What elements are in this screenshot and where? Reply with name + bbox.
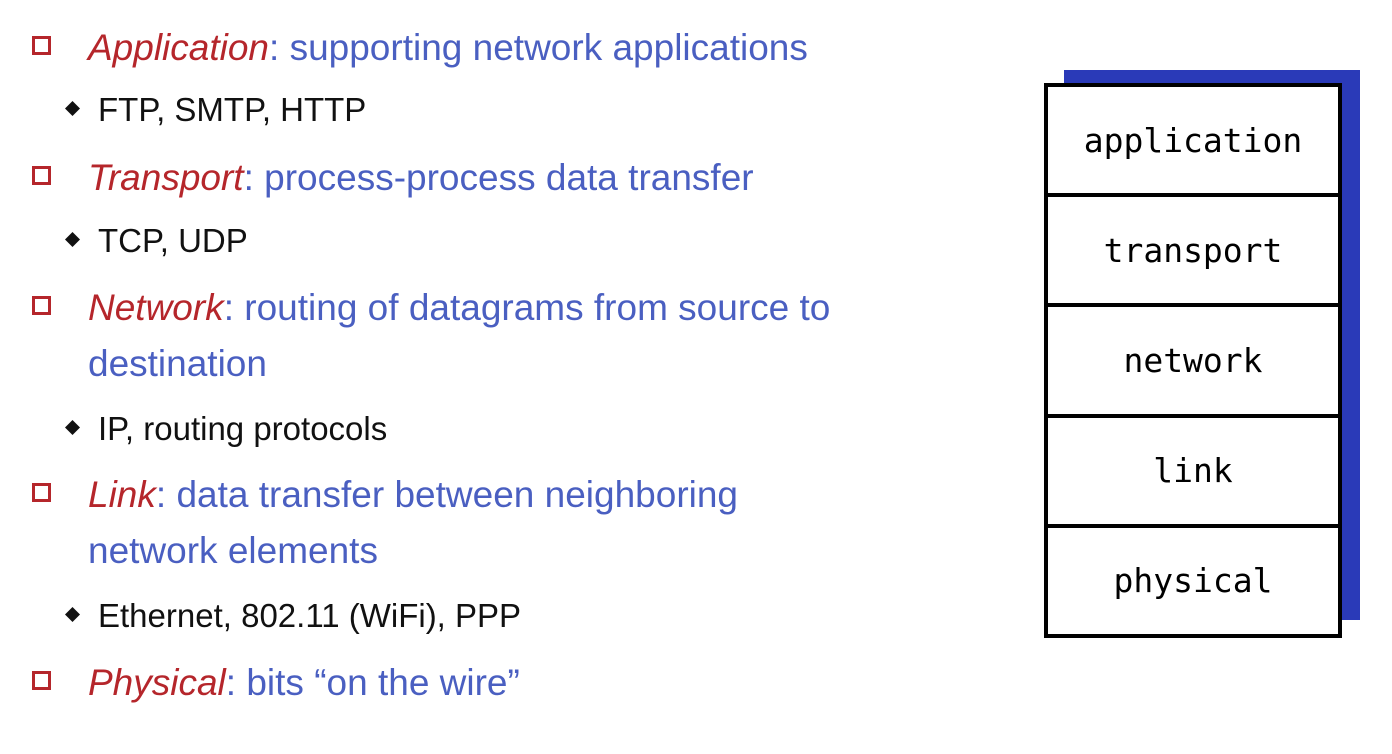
layer-description: process-process data transfer: [264, 157, 754, 198]
layer-term: Link: [88, 474, 156, 515]
layer-examples: TCP, UDP: [98, 222, 248, 259]
layer-examples: Ethernet, 802.11 (WiFi), PPP: [98, 597, 522, 634]
checkbox-bullet-icon: [32, 296, 51, 315]
layer-term: Transport: [88, 157, 244, 198]
layer-term: Application: [88, 27, 270, 68]
checkbox-bullet-icon: [32, 166, 51, 185]
stack-layer-network: network: [1048, 307, 1338, 418]
stack-layer-transport: transport: [1048, 197, 1338, 308]
layer-description: supporting network applications: [289, 27, 808, 68]
stack-layer-application: application: [1048, 87, 1338, 198]
layer-examples: FTP, SMTP, HTTP: [98, 91, 367, 128]
stack-layer-physical: physical: [1113, 561, 1273, 601]
checkbox-bullet-icon: [32, 671, 51, 690]
layer-description: bits “on the wire”: [246, 662, 520, 703]
bullet-link: Link: data transfer between neighboring: [32, 467, 739, 523]
stack-layer-link: link: [1048, 418, 1338, 528]
sub-bullet-application-examples: FTP, SMTP, HTTP: [65, 88, 367, 132]
bullet-network-continuation: destination: [88, 336, 267, 392]
layer-description: routing of datagrams from source to: [244, 287, 831, 328]
diamond-bullet-icon: [65, 101, 80, 116]
sub-bullet-transport-examples: TCP, UDP: [65, 219, 248, 263]
bullet-application: Application: supporting network applicat…: [32, 20, 808, 76]
layer-description-continuation: network elements: [88, 530, 378, 571]
diamond-bullet-icon: [65, 232, 80, 247]
diamond-bullet-icon: [65, 420, 80, 435]
bullet-network: Network: routing of datagrams from sourc…: [32, 280, 831, 336]
sub-bullet-network-examples: IP, routing protocols: [65, 407, 388, 451]
layer-description: data transfer between neighboring: [176, 474, 739, 515]
diamond-bullet-icon: [65, 607, 80, 622]
layer-term: Network: [88, 287, 224, 328]
layer-bullet-list: Application: supporting network applicat…: [32, 20, 831, 711]
bullet-physical: Physical: bits “on the wire”: [32, 655, 520, 711]
layer-term: Physical: [88, 662, 226, 703]
layer-description-continuation: destination: [88, 343, 267, 384]
stack-box: application transport network link physi…: [1044, 83, 1342, 638]
checkbox-bullet-icon: [32, 483, 51, 502]
checkbox-bullet-icon: [32, 36, 51, 55]
sub-bullet-link-examples: Ethernet, 802.11 (WiFi), PPP: [65, 594, 522, 638]
layer-examples: IP, routing protocols: [98, 410, 388, 447]
bullet-link-continuation: network elements: [88, 523, 378, 579]
bullet-transport: Transport: process-process data transfer: [32, 150, 754, 206]
